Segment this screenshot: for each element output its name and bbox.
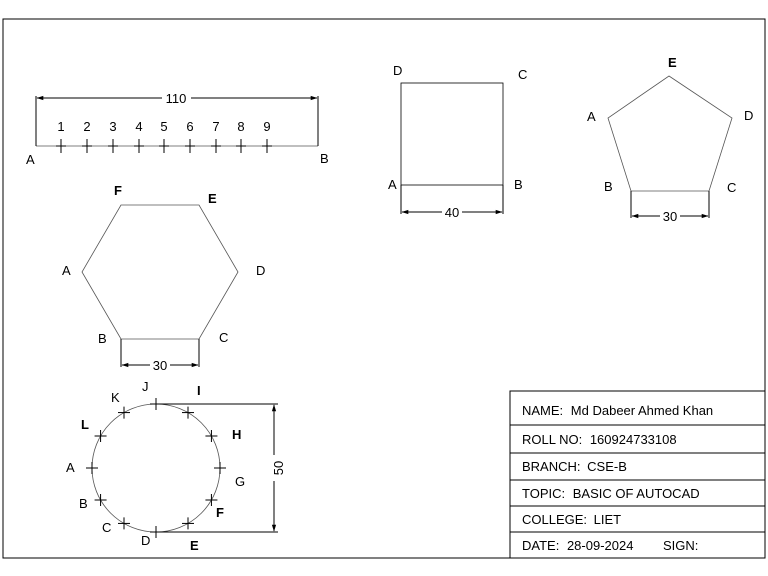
- circle-label-j: J: [142, 379, 149, 394]
- pentagon-figure: 30 E A D B C: [587, 55, 753, 224]
- branch-value: CSE-B: [587, 459, 627, 474]
- pentagon-label-b: B: [604, 179, 613, 194]
- name-value: Md Dabeer Ahmed Khan: [571, 403, 713, 418]
- division-label: 2: [83, 119, 90, 134]
- hexagon-label-a: A: [62, 263, 71, 278]
- circle-label-f: F: [216, 505, 224, 520]
- square-label-a: A: [388, 177, 397, 192]
- hexagon-label-d: D: [256, 263, 265, 278]
- name-label: NAME:: [522, 403, 563, 418]
- square-figure: 40 D C A B: [388, 63, 527, 220]
- date-value: 28-09-2024: [567, 538, 634, 553]
- division-label: 4: [135, 119, 142, 134]
- point-a-label: A: [26, 152, 35, 167]
- square-outline: [400, 82, 504, 186]
- pentagon-outline: [607, 75, 733, 192]
- date-label: DATE:: [522, 538, 559, 553]
- circle-label-k: K: [111, 390, 120, 405]
- pentagon-label-a: A: [587, 109, 596, 124]
- circle-label-d: D: [141, 533, 150, 548]
- square-label-d: D: [393, 63, 402, 78]
- dimension-50: 50: [271, 461, 286, 475]
- line-figure: 110 A B 1 2 3 4 5 6 7 8 9: [26, 91, 329, 167]
- circle-label-l: L: [81, 417, 89, 432]
- hexagon-label-c: C: [219, 330, 228, 345]
- circle-label-h: H: [232, 427, 241, 442]
- circle-label-g: G: [235, 474, 245, 489]
- hexagon-dimension-30: 30: [153, 358, 167, 373]
- circle-label-a: A: [66, 460, 75, 475]
- topic-value: BASIC OF AUTOCAD: [573, 486, 700, 501]
- branch-row: BRANCH: CSE-B: [522, 459, 627, 474]
- division-label: 1: [57, 119, 64, 134]
- date-row: DATE: 28-09-2024: [522, 538, 633, 553]
- topic-row: TOPIC: BASIC OF AUTOCAD: [522, 486, 700, 501]
- circle-label-b: B: [79, 496, 88, 511]
- pentagon-label-d: D: [744, 108, 753, 123]
- pentagon-dimension-30: 30: [663, 209, 677, 224]
- division-label: 3: [109, 119, 116, 134]
- title-block-frame: [509, 390, 766, 559]
- dimension-110: 110: [166, 91, 187, 106]
- pentagon-label-c: C: [727, 180, 736, 195]
- circle-label-i: I: [197, 383, 201, 398]
- pentagon-label-e: E: [668, 55, 677, 70]
- division-label: 7: [212, 119, 219, 134]
- sign-label: SIGN:: [663, 538, 698, 553]
- circle-label-c: C: [102, 520, 111, 535]
- division-label: 8: [237, 119, 244, 134]
- branch-label: BRANCH:: [522, 459, 581, 474]
- square-label-c: C: [518, 67, 527, 82]
- sheet-border: [2, 18, 766, 559]
- topic-label: TOPIC:: [522, 486, 565, 501]
- square-label-b: B: [514, 177, 523, 192]
- circle-outline: [91, 403, 221, 533]
- hexagon-figure: 30 F E A D B C: [62, 183, 265, 373]
- college-label: COLLEGE:: [522, 512, 587, 527]
- circle-figure: 50 J I K L H A G B F C D E: [66, 379, 286, 553]
- name-row: NAME: Md Dabeer Ahmed Khan: [522, 403, 713, 418]
- division-label: 6: [186, 119, 193, 134]
- hexagon-label-e: E: [208, 191, 217, 206]
- roll-row: ROLL NO: 160924733108: [522, 432, 677, 447]
- circle-division-marks: [86, 398, 226, 538]
- title-block: NAME: Md Dabeer Ahmed Khan ROLL NO: 1609…: [509, 390, 766, 559]
- division-label: 5: [160, 119, 167, 134]
- hexagon-outline: [81, 204, 239, 340]
- college-value: LIET: [594, 512, 622, 527]
- division-marks: 1 2 3 4 5 6 7 8 9: [56, 119, 272, 153]
- dimension-40: 40: [445, 205, 459, 220]
- roll-value: 160924733108: [590, 432, 677, 447]
- circle-label-e: E: [190, 538, 199, 553]
- hexagon-label-f: F: [114, 183, 122, 198]
- point-b-label: B: [320, 151, 329, 166]
- college-row: COLLEGE: LIET: [522, 512, 621, 527]
- roll-label: ROLL NO:: [522, 432, 582, 447]
- division-label: 9: [263, 119, 270, 134]
- hexagon-label-b: B: [98, 331, 107, 346]
